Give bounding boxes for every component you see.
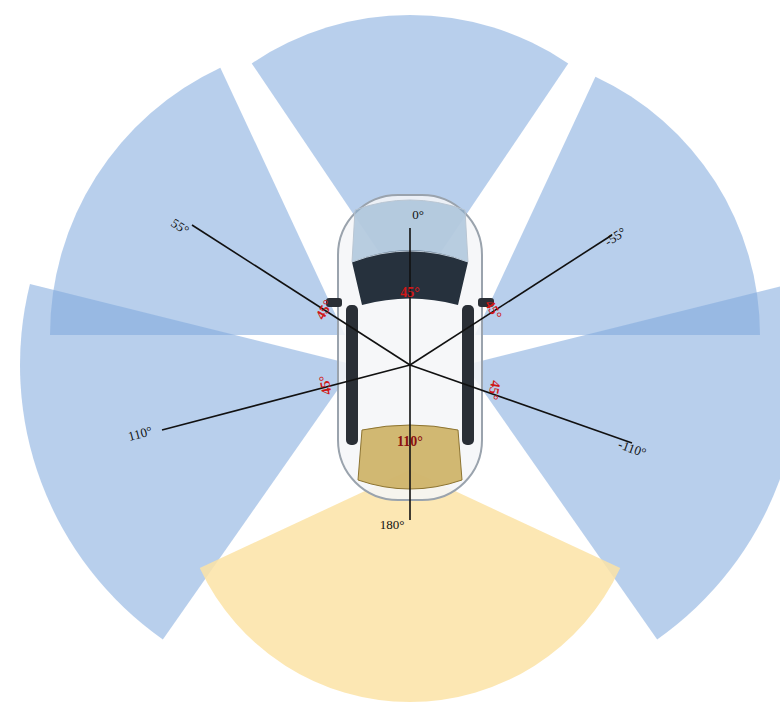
angle-line	[410, 235, 612, 365]
angle-label: 0°	[412, 208, 424, 221]
angle-lines	[162, 225, 632, 520]
angle-line	[162, 365, 410, 430]
fov-label: 110°	[397, 435, 423, 449]
angle-label: 180°	[380, 518, 405, 531]
sensor-sectors	[20, 15, 780, 702]
angle-line	[410, 365, 632, 443]
angle-line	[192, 225, 410, 365]
axis-line	[409, 228, 411, 520]
right-side-window	[462, 305, 474, 445]
fov-label: 45°	[485, 379, 502, 401]
fov-label: 45°	[400, 286, 420, 300]
